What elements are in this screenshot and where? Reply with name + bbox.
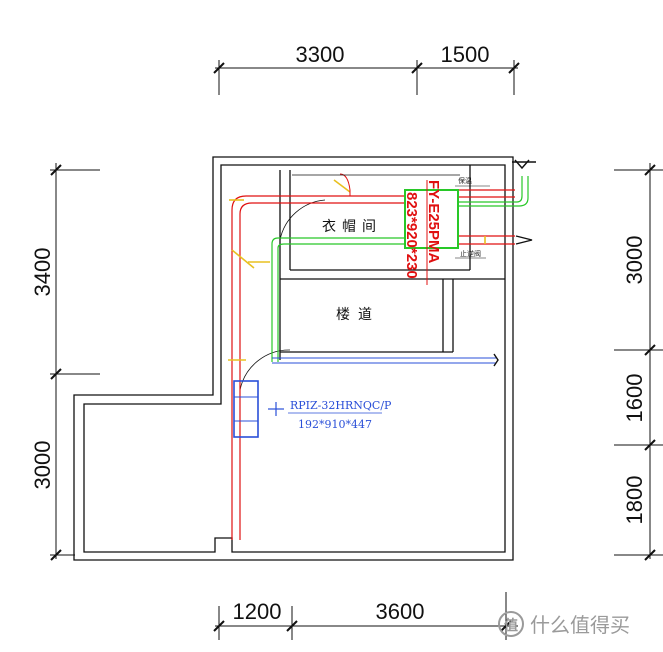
red-duct [231, 189, 515, 540]
door-swing-arc-2 [239, 349, 291, 391]
svg-text:值: 值 [504, 617, 518, 634]
dim-left-1: 3400 [30, 248, 55, 297]
indoor-unit-model: RPIZ-32HRNQC/P [290, 399, 392, 412]
fresh-air-unit-model: FY-E25PMA [425, 180, 442, 264]
watermark-text: 什么值得买 [530, 613, 630, 637]
green-duct [271, 176, 529, 362]
yellow-joints [228, 179, 486, 361]
dim-right-3: 1800 [622, 476, 647, 525]
dim-bottom-1: 1200 [233, 599, 282, 624]
room-label-stairs: 楼道 [336, 307, 380, 323]
fresh-air-unit-size: 823*920*230 [403, 192, 420, 279]
red-branch [339, 173, 351, 196]
fresh-air-unit-box [404, 189, 459, 249]
right-dimension [614, 163, 663, 561]
insulation-label: 保温 [458, 176, 472, 185]
indoor-unit-icon [268, 402, 284, 416]
dim-bottom-2: 3600 [376, 599, 425, 624]
dim-right-1: 3000 [622, 236, 647, 285]
top-dimension [213, 60, 520, 95]
blue-duct [272, 174, 496, 364]
dim-top-1: 3300 [296, 42, 345, 67]
bottom-dimension [213, 592, 518, 640]
dim-right-2: 1600 [622, 374, 647, 423]
check-valve-label: 止逆阀 [460, 249, 481, 258]
dim-left-2: 3000 [30, 441, 55, 490]
indoor-unit-box [233, 380, 259, 438]
room-label-closet: 衣帽间 [322, 219, 382, 235]
dim-top-2: 1500 [441, 42, 490, 67]
indoor-unit-size: 192*910*447 [298, 418, 372, 431]
door-swing-arc [279, 199, 326, 241]
duct-terminal-icons [493, 159, 536, 367]
value-badge-icon: 值 [498, 611, 524, 637]
walls [73, 156, 514, 561]
left-dimension [50, 163, 100, 561]
